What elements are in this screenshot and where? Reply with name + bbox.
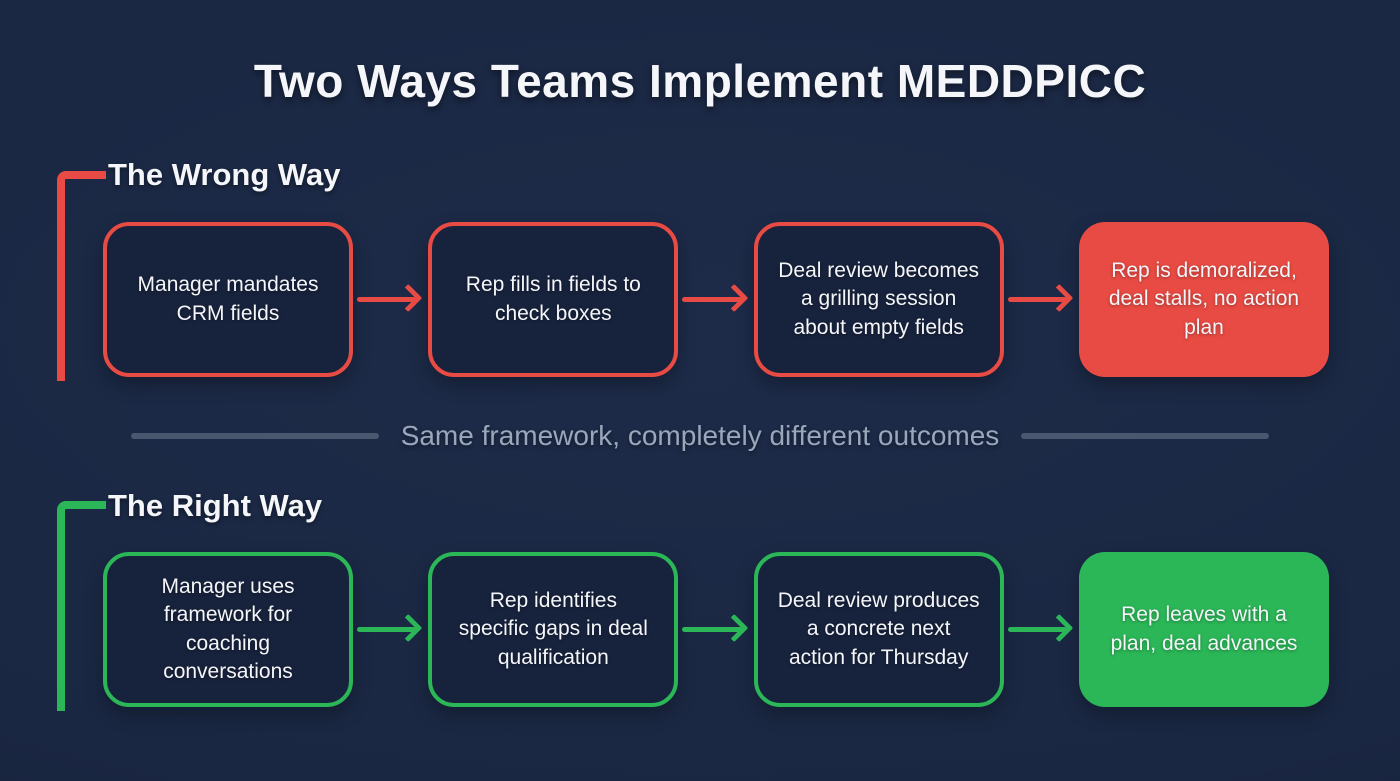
- divider-caption: Same framework, completely different out…: [400, 420, 1000, 451]
- wrong-way-flow: Manager mandates CRM fields Rep fills in…: [103, 222, 1329, 377]
- right-way-step-3: Deal review produces a concrete next act…: [753, 552, 1004, 707]
- arrow-right-icon: [678, 222, 753, 377]
- arrow-right-icon: [353, 222, 428, 377]
- wrong-way-bracket: [57, 171, 106, 381]
- step-label: Rep fills in fields to check boxes: [465, 273, 641, 325]
- step-label: Rep identifies specific gaps in deal qua…: [458, 588, 648, 669]
- arrow-right-icon: [1004, 222, 1079, 377]
- step-label: Manager mandates CRM fields: [137, 273, 319, 325]
- wrong-way-step-1: Manager mandates CRM fields: [103, 222, 353, 377]
- right-way-bracket: [57, 501, 106, 711]
- step-label: Rep is demoralized, deal stalls, no acti…: [1108, 258, 1300, 339]
- step-label: Manager uses framework for coaching conv…: [161, 574, 295, 683]
- right-way-step-2: Rep identifies specific gaps in deal qua…: [428, 552, 679, 707]
- right-way-flow: Manager uses framework for coaching conv…: [103, 552, 1329, 707]
- step-label: Deal review produces a concrete next act…: [777, 588, 980, 669]
- wrong-way-outcome: Rep is demoralized, deal stalls, no acti…: [1078, 222, 1329, 377]
- divider-line-left: [130, 433, 379, 439]
- step-label: Deal review becomes a grilling session a…: [778, 258, 980, 339]
- page-title: Two Ways Teams Implement MEDDPICC: [253, 55, 1147, 107]
- right-way-outcome: Rep leaves with a plan, deal advances: [1078, 552, 1329, 707]
- arrow-right-icon: [353, 552, 428, 707]
- arrow-right-icon: [678, 552, 753, 707]
- arrow-right-icon: [1004, 552, 1079, 707]
- right-way-heading: The Right Way: [108, 488, 323, 523]
- wrong-way-step-2: Rep fills in fields to check boxes: [428, 222, 679, 377]
- wrong-way-step-3: Deal review becomes a grilling session a…: [753, 222, 1004, 377]
- divider: Same framework, completely different out…: [0, 413, 1400, 459]
- divider-line-right: [1021, 433, 1270, 439]
- wrong-way-heading: The Wrong Way: [108, 157, 341, 192]
- right-way-step-1: Manager uses framework for coaching conv…: [103, 552, 353, 707]
- step-label: Rep leaves with a plan, deal advances: [1110, 603, 1298, 655]
